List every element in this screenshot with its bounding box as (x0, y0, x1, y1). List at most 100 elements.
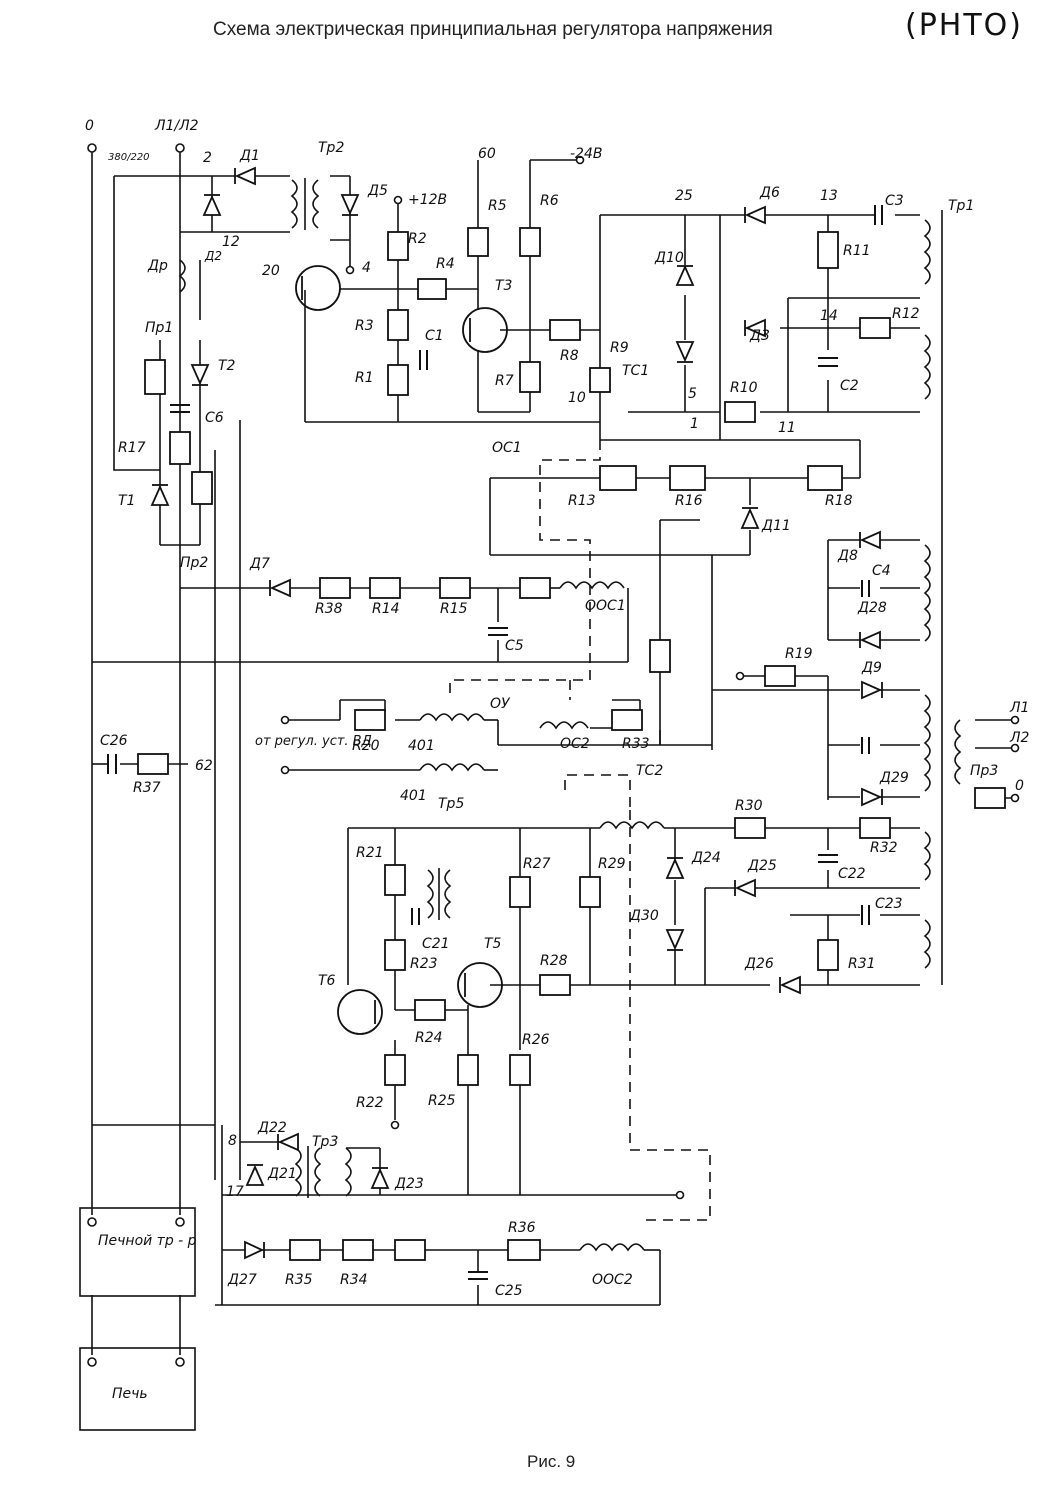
label-R16: R16 (675, 493, 703, 509)
label-furnace-transformer: Печной тр - р (98, 1233, 197, 1249)
label-Tr2: Тр2 (318, 140, 344, 156)
label-n8: 8 (228, 1133, 237, 1149)
label-T6: Т6 (318, 973, 336, 989)
label-n20: 20 (262, 263, 280, 279)
label-D1: Д1 (239, 148, 260, 164)
label-n1: 1 (690, 416, 699, 432)
label-D21: Д21 (267, 1166, 297, 1182)
label-C25: C25 (495, 1283, 523, 1299)
label-input-regulator: от регул. уст. ВД (255, 734, 372, 749)
label-C26: C26 (100, 733, 128, 749)
label-R21: R21 (356, 845, 384, 861)
label-R18: R18 (825, 493, 853, 509)
schematic-title: Схема электрическая принципиальная регул… (213, 19, 773, 40)
label-R7: R7 (495, 373, 514, 389)
label-furnace: Печь (112, 1386, 148, 1402)
label-n5: 5 (688, 386, 697, 402)
label-C2: C2 (840, 378, 859, 394)
label-D2: Д2 (204, 249, 222, 263)
label-D3: Д3 (749, 328, 770, 344)
label-R23: R23 (410, 956, 438, 972)
label-Tr1: Тр1 (948, 198, 974, 214)
label-C22: C22 (838, 866, 866, 882)
label-R28: R28 (540, 953, 568, 969)
label-D11: Д11 (761, 518, 791, 534)
label-D6: Д6 (759, 185, 780, 201)
label-401b: 401 (400, 788, 427, 804)
label-n12v: +12В (408, 192, 447, 208)
label-R3: R3 (355, 318, 374, 334)
label-R17: R17 (118, 440, 146, 456)
label-R15: R15 (440, 601, 468, 617)
resistor-bodies (137, 227, 1006, 1261)
label-R36: R36 (508, 1220, 536, 1236)
label-OC1: ОС1 (492, 440, 522, 456)
figure-caption: Рис. 9 (527, 1452, 576, 1471)
label-Dr: Др (147, 258, 168, 274)
label-T2: Т2 (218, 358, 236, 374)
label-TC1: ТС1 (622, 363, 649, 379)
label-R10: R10 (730, 380, 758, 396)
label-R37: R37 (133, 780, 161, 796)
label-R14: R14 (372, 601, 400, 617)
label-R5: R5 (488, 198, 507, 214)
label-D25: Д25 (747, 858, 777, 874)
label-T3: Т3 (495, 278, 512, 294)
label-C1: C1 (425, 328, 444, 344)
label-R2: R2 (408, 231, 427, 247)
label-n62: 62 (195, 758, 213, 774)
label-L2: Л2 (1009, 730, 1030, 746)
label-R13: R13 (568, 493, 596, 509)
label-L1: Л1 (1009, 700, 1029, 716)
label-R24: R24 (415, 1030, 443, 1046)
label-R34: R34 (340, 1272, 368, 1288)
label-n10: 10 (568, 390, 586, 406)
label-C5: C5 (505, 638, 524, 654)
component-labels: 0 Л1/Л2 380/220 2 12 60 -24В +12В 25 13 … (85, 118, 1030, 1402)
label-R8: R8 (560, 348, 579, 364)
label-R30: R30 (735, 798, 763, 814)
label-R19: R19 (785, 646, 813, 662)
label-D5: Д5 (367, 183, 388, 199)
label-T5: Т5 (484, 936, 502, 952)
label-Pr2: Пр2 (180, 555, 208, 571)
label-R22: R22 (356, 1095, 384, 1111)
label-net-l1l2: Л1/Л2 (154, 118, 199, 134)
label-R29: R29 (598, 856, 626, 872)
label-R26: R26 (522, 1032, 550, 1048)
label-R11: R11 (843, 243, 871, 259)
label-n25: 25 (675, 188, 693, 204)
label-C21: C21 (422, 936, 450, 952)
label-D8: Д8 (837, 548, 858, 564)
label-D29: Д29 (879, 770, 909, 786)
label-D10: Д10 (654, 250, 684, 266)
label-n17: 17 (226, 1184, 244, 1200)
label-D9: Д9 (861, 660, 882, 676)
label-C4: C4 (872, 563, 891, 579)
label-net-0: 0 (85, 118, 94, 134)
label-D28: Д28 (857, 600, 887, 616)
label-n4: 4 (362, 260, 371, 276)
label-D26: Д26 (744, 956, 774, 972)
diode-symbols (150, 166, 883, 1260)
label-OC2: ОС2 (560, 736, 590, 752)
label-R33: R33 (622, 736, 650, 752)
label-D27: Д27 (227, 1272, 257, 1288)
wiring (79, 143, 1020, 1431)
label-Pr3: Пр3 (970, 763, 998, 779)
label-R32: R32 (870, 840, 898, 856)
label-n11: 11 (778, 420, 796, 436)
label-Tr5: Тр5 (438, 796, 464, 812)
label-n24v: -24В (570, 146, 602, 162)
label-401a: 401 (408, 738, 435, 754)
label-out0: 0 (1015, 778, 1024, 794)
label-n14: 14 (820, 308, 838, 324)
label-R35: R35 (285, 1272, 313, 1288)
label-C3: C3 (885, 193, 904, 209)
label-Pr1: Пр1 (145, 320, 173, 336)
label-mains: 380/220 (108, 152, 150, 163)
label-D30: Д30 (629, 908, 659, 924)
label-T1: Т1 (118, 493, 135, 509)
label-D22: Д22 (257, 1120, 287, 1136)
